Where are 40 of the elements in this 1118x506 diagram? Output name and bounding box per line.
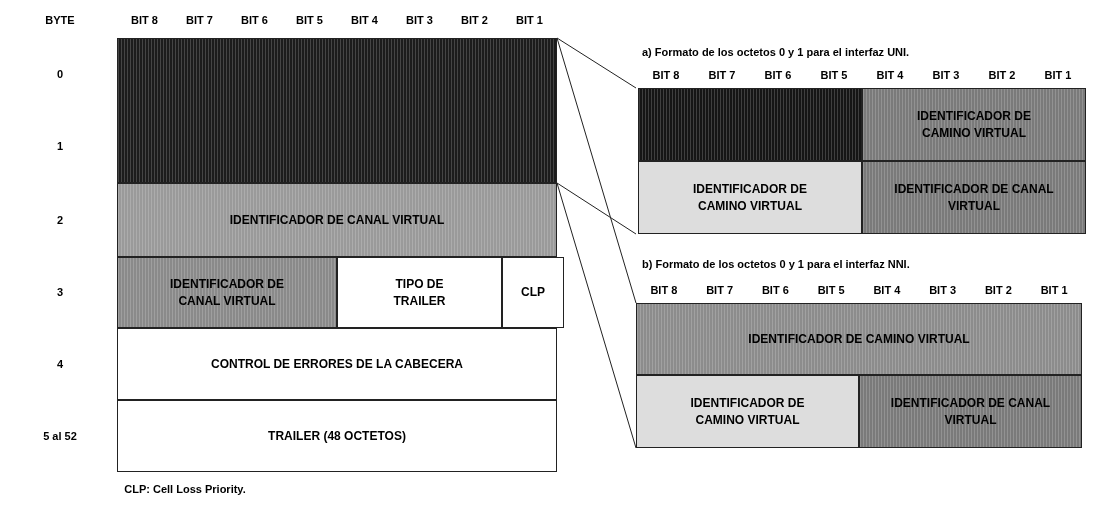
field-cell: IDENTIFICADOR DE CANAL VIRTUAL bbox=[117, 257, 337, 328]
column-header: BIT 3 bbox=[406, 14, 433, 26]
field-cell: TRAILER (48 OCTETOS) bbox=[117, 400, 557, 472]
column-header: BIT 4 bbox=[351, 14, 378, 26]
column-header: BIT 6 bbox=[241, 14, 268, 26]
field-cell: IDENTIFICADOR DE CAMINO VIRTUAL bbox=[862, 88, 1086, 161]
row-label: 1 bbox=[56, 140, 64, 152]
row-label: 4 bbox=[56, 358, 64, 370]
column-header: BIT 1 bbox=[516, 14, 543, 26]
row-label: 5 al 52 bbox=[43, 430, 77, 442]
field-cell: IDENTIFICADOR DE CAMINO VIRTUAL bbox=[638, 161, 862, 234]
field-cell: TIPO DE TRAILER bbox=[337, 257, 502, 328]
field-cell: IDENTIFICADOR DE CAMINO VIRTUAL bbox=[636, 303, 1082, 375]
field-cell: IDENTIFICADOR DE CANAL VIRTUAL bbox=[117, 183, 557, 257]
projection-line bbox=[556, 37, 637, 304]
row-label: 3 bbox=[56, 286, 64, 298]
footnote: CLP: Cell Loss Priority. bbox=[124, 483, 246, 495]
field-cell: CONTROL DE ERRORES DE LA CABECERA bbox=[117, 328, 557, 400]
column-header: BYTE bbox=[45, 14, 75, 26]
column-header: BIT 2 bbox=[461, 14, 488, 26]
field-cell: CLP bbox=[502, 257, 564, 328]
projection-line bbox=[556, 37, 637, 89]
column-header: BIT 7 bbox=[186, 14, 213, 26]
column-header: BIT 4 bbox=[876, 69, 904, 81]
panel-heading: a) Formato de los octetos 0 y 1 para el interfaz UNI. bbox=[642, 46, 910, 58]
column-header: BIT 8 bbox=[131, 14, 158, 26]
row-label: 2 bbox=[56, 214, 64, 226]
projection-line bbox=[556, 182, 637, 449]
panel-heading: b) Formato de los octetos 0 y 1 para el interfaz NNI. bbox=[642, 258, 910, 270]
field-cell: IDENTIFICADOR DE CAMINO VIRTUAL bbox=[636, 375, 859, 448]
field-cell: IDENTIFICADOR DE CANAL VIRTUAL bbox=[859, 375, 1082, 448]
field-box bbox=[638, 88, 862, 161]
column-header: BIT 5 bbox=[296, 14, 323, 26]
field-box bbox=[117, 38, 557, 183]
format-panel bbox=[636, 258, 1082, 448]
column-header: BIT 5 bbox=[820, 69, 848, 81]
row-label: 0 bbox=[56, 68, 64, 80]
projection-line bbox=[556, 182, 637, 235]
format-panel bbox=[636, 46, 1086, 234]
field-cell: IDENTIFICADOR DE CANAL VIRTUAL bbox=[862, 161, 1086, 234]
